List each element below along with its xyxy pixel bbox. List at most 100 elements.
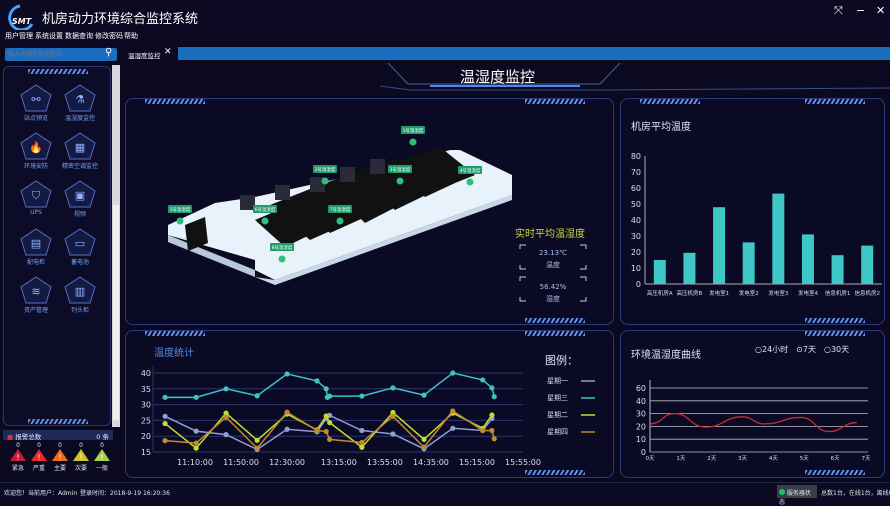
sensor-label: 6号温湿度 — [255, 206, 276, 213]
save-icon: ▥ — [64, 276, 96, 304]
alarm-level-0[interactable]: 0!紧急 — [7, 442, 29, 472]
menu-data-query[interactable]: 数据查询 — [65, 32, 93, 40]
sidebar-item-7[interactable]: ▭蓄电池 — [56, 227, 104, 266]
sensor-dot — [466, 178, 474, 186]
y-tick-label: 60 — [636, 384, 646, 393]
data-point — [390, 385, 396, 391]
x-tick-label: 发电室2 — [739, 289, 759, 297]
data-point — [489, 412, 495, 418]
decor-stripe — [805, 318, 865, 323]
sidebar-item-4[interactable]: ⛉UPS — [12, 179, 60, 216]
sensor-marker-8[interactable]: 8号温湿度 — [270, 243, 294, 263]
y-tick-label: 30 — [141, 401, 151, 410]
y-tick-label: 10 — [631, 264, 641, 273]
y-tick-label: 0 — [636, 280, 641, 289]
server-status-dot — [779, 489, 785, 495]
fullscreen-button[interactable]: ⤧ — [834, 4, 843, 17]
alarm-level-label: 严重 — [32, 465, 45, 472]
avg-temperature-label: 温度 — [546, 261, 560, 269]
bar-chart-title: 机房平均温度 — [631, 122, 691, 133]
sidebar-item-label: 视频 — [73, 211, 86, 218]
sensor-label: 1号温湿度 — [403, 127, 424, 134]
data-point — [162, 413, 168, 419]
sensor-label: 5号温湿度 — [170, 206, 191, 213]
svg-text:⚯: ⚯ — [31, 93, 41, 106]
alarm-level-4[interactable]: 0!一般 — [91, 442, 113, 472]
sidebar-item-6[interactable]: ▤配电柜 — [12, 227, 60, 266]
alarm-level-3[interactable]: 0!次要 — [70, 442, 92, 472]
radio-icon[interactable]: ○ — [755, 345, 762, 354]
title-bar — [0, 0, 890, 44]
x-tick-label: 信息机房2 — [854, 289, 880, 297]
data-point — [162, 394, 168, 400]
tab-temp-humidity[interactable]: 温湿度监控 — [128, 52, 161, 60]
menu-user-management[interactable]: 用户管理 — [5, 32, 33, 40]
sensor-marker-4[interactable]: 4号温湿度 — [458, 166, 482, 186]
sidebar-item-8[interactable]: ≋资产管理 — [12, 275, 60, 314]
data-point — [390, 409, 396, 416]
data-point — [491, 436, 497, 442]
sensor-marker-6[interactable]: 6号温湿度 — [253, 205, 277, 225]
search-icon[interactable]: ⚲ — [105, 47, 113, 58]
room-3d-view[interactable]: 1号温湿度 2号温湿度 3号温湿度 4号温湿度 5号温湿度 6号温湿度 7号温湿度 8号温湿度 — [160, 125, 520, 285]
data-point — [359, 427, 365, 434]
sensor-marker-3[interactable]: 3号温湿度 — [388, 165, 412, 185]
sidebar-item-9[interactable]: ▥列头柜 — [56, 275, 104, 314]
sidebar-scroll-thumb[interactable] — [113, 205, 119, 420]
data-point — [450, 370, 456, 376]
radio-checked-icon[interactable]: ⊙ — [796, 345, 803, 354]
data-point — [489, 385, 495, 391]
alarm-title: 报警总数 — [15, 433, 42, 441]
y-tick-label: 40 — [636, 397, 646, 406]
search-input[interactable] — [5, 48, 117, 61]
menu-system-settings[interactable]: 系统设置 — [35, 32, 63, 40]
sensor-marker-2[interactable]: 2号温湿度 — [313, 165, 337, 185]
range-option-0[interactable]: ○24小时 — [755, 344, 788, 355]
minimize-button[interactable]: − — [856, 4, 866, 17]
y-tick-label: 10 — [636, 435, 646, 444]
svg-text:!: ! — [37, 453, 40, 461]
data-point — [390, 431, 396, 437]
svg-text:▥: ▥ — [75, 285, 85, 298]
decor-stripe — [640, 99, 700, 104]
sidebar-item-5[interactable]: ▣视频 — [56, 179, 104, 218]
data-point — [421, 444, 427, 450]
decor-stripe — [28, 69, 88, 74]
data-point — [390, 413, 396, 419]
sensor-marker-5[interactable]: 5号温湿度 — [168, 205, 192, 225]
y-tick-label: 20 — [636, 422, 646, 431]
temp-stats-panel — [125, 330, 614, 478]
y-tick-label: 40 — [631, 216, 641, 225]
alarm-level-2[interactable]: 0!主要 — [49, 442, 71, 472]
menu-change-password[interactable]: 修改密码 — [95, 32, 123, 40]
sidebar-item-0[interactable]: ⚯站点预览 — [12, 83, 60, 122]
radio-icon[interactable]: ○ — [823, 345, 831, 354]
decor-stripe — [525, 318, 585, 323]
x-tick-label: 3天 — [738, 455, 747, 462]
range-option-1[interactable]: ⊙7天 — [796, 344, 816, 355]
tab-close-icon[interactable]: ✕ — [164, 47, 172, 57]
cabinets — [240, 159, 385, 210]
x-tick-label: 发电室3 — [768, 289, 789, 297]
menu-help[interactable]: 帮助 — [124, 32, 138, 40]
y-tick-label: 70 — [631, 168, 641, 177]
y-tick-label: 25 — [141, 416, 151, 425]
sidebar-item-3[interactable]: ▦精密空调监控 — [56, 131, 104, 170]
data-point — [162, 438, 168, 444]
alarm-summary[interactable]: ■ 报警总数 0 条 — [3, 430, 113, 441]
warning-icon: ! — [94, 449, 110, 462]
svg-text:SMT: SMT — [12, 17, 32, 26]
sidebar-item-2[interactable]: 🔥环境安防 — [12, 131, 60, 170]
server-status-button[interactable]: 服务器状态 — [777, 485, 817, 506]
close-window-button[interactable]: ✕ — [876, 4, 886, 17]
alarm-level-1[interactable]: 0!严重 — [28, 442, 50, 472]
alarm-count: 0 — [58, 442, 62, 449]
sidebar-item-1[interactable]: ⚗温湿度监控 — [56, 83, 104, 122]
range-option-2[interactable]: ○30天 — [824, 344, 849, 355]
x-tick-label: 15:15:00 — [459, 458, 495, 467]
sensor-marker-1[interactable]: 1号温湿度 — [401, 126, 425, 146]
sensor-marker-7[interactable]: 7号温湿度 — [328, 205, 352, 225]
legend-title: 图例： — [545, 354, 578, 367]
